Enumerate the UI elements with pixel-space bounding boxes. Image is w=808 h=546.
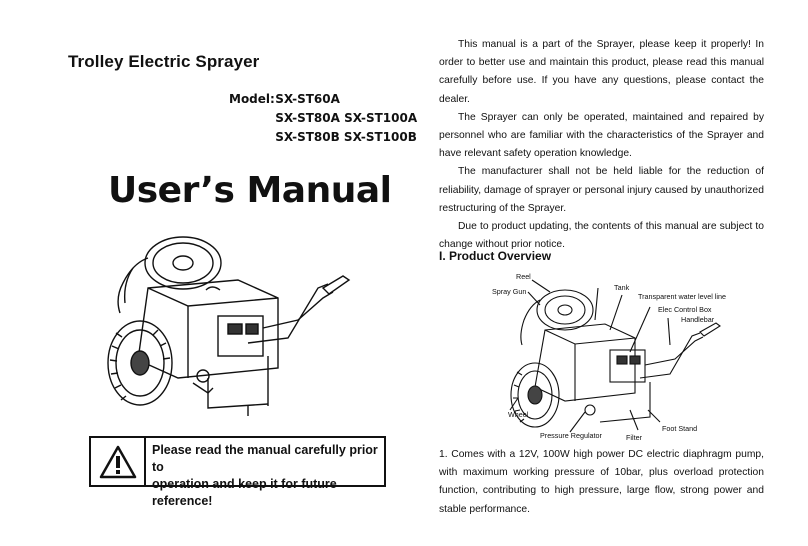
intro-paragraph: Due to product updating, the contents of… — [439, 221, 764, 251]
warning-line: operation and keep it for future referen… — [152, 477, 337, 508]
model-list: Model: SX-ST60A SX-ST80A SX-ST100A SX-ST… — [229, 90, 417, 147]
intro-paragraph: The manufacturer shall not be held liabl… — [439, 166, 764, 214]
warning-line: Please read the manual carefully prior t… — [152, 443, 378, 474]
model-row: SX-ST80A SX-ST100A — [229, 109, 417, 128]
intro-paragraph: This manual is a part of the Sprayer, pl… — [439, 39, 764, 105]
feature-item: 1. Comes with a 12V, 100W high power DC … — [439, 449, 764, 515]
model-row: SX-ST80B SX-ST100B — [229, 128, 417, 147]
diagram-label-level-line: Transparent water level line — [638, 292, 727, 301]
model-row: Model: SX-ST60A — [229, 90, 417, 109]
diagram-label-filter: Filter — [626, 433, 642, 442]
model-item: SX-ST60A — [275, 92, 340, 106]
intro-paragraph: The Sprayer can only be operated, mainta… — [439, 111, 764, 160]
diagram-label-spray-gun: Spray Gun — [492, 287, 527, 296]
warning-text: Please read the manual carefully prior t… — [146, 438, 384, 508]
feature-list: 1. Comes with a 12V, 100W high power DC … — [439, 446, 764, 519]
diagram-label-wheel: Wheel — [508, 410, 529, 419]
warning-box: Please read the manual carefully prior t… — [89, 436, 386, 508]
manual-title: User’s Manual — [108, 170, 392, 211]
model-item: SX-ST80B SX-ST100B — [275, 130, 417, 144]
product-diagram — [509, 279, 721, 433]
model-item: SX-ST80A SX-ST100A — [275, 111, 418, 125]
diagram-label-control-box: Elec Control Box — [658, 305, 712, 314]
sprayer-illustration — [107, 236, 351, 416]
diagram-label-handlebar: Handlebar — [681, 315, 715, 324]
diagram-label-reel: Reel — [516, 272, 531, 281]
product-title: Trolley Electric Sprayer — [68, 52, 260, 71]
section-title: I. Product Overview — [439, 249, 552, 263]
intro-text: This manual is a part of the Sprayer, pl… — [439, 36, 764, 254]
diagram-label-tank: Tank — [614, 283, 630, 292]
diagram-label-foot-stand: Foot Stand — [662, 424, 698, 433]
warning-icon — [91, 438, 146, 485]
diagram-label-pressure-regulator: Pressure Regulator — [540, 431, 602, 440]
model-label: Model: — [229, 92, 275, 106]
